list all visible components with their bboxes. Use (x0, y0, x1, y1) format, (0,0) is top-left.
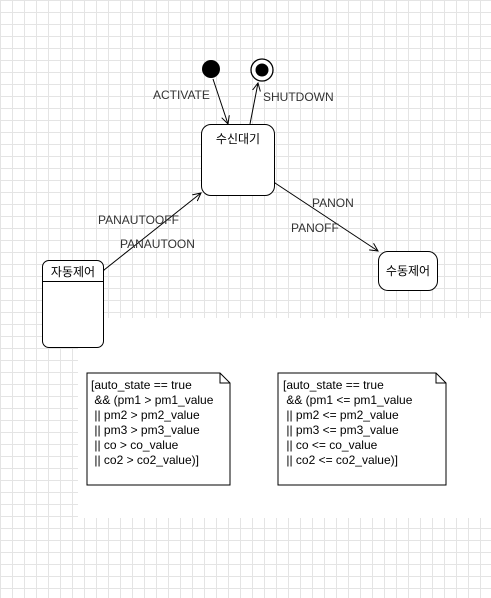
note-auto-guard-line: [auto_state == true (91, 378, 192, 392)
final-node-core (255, 63, 269, 77)
note-manual-guard[interactable]: [auto_state == true && (pm1 <= pm1_value… (277, 372, 447, 486)
note-manual-guard-line: || co2 <= co2_value)] (283, 453, 398, 467)
state-manual-label: 수동제어 (385, 264, 431, 278)
state-idle[interactable]: 수신대기 (201, 124, 275, 196)
note-manual-guard-text: [auto_state == true && (pm1 <= pm1_value… (283, 378, 413, 467)
note-auto-guard-line: && (pm1 > pm1_value (91, 393, 214, 407)
initial-node (202, 60, 220, 78)
transition-panautoon-label: PANAUTOON (120, 237, 195, 251)
note-manual-guard-line: || pm2 <= pm2_value (283, 408, 399, 422)
transition-panoff-label: PANOFF (291, 221, 339, 235)
note-manual-guard-line: [auto_state == true (283, 378, 384, 392)
note-manual-guard-line: || pm3 <= pm3_value (283, 423, 399, 437)
transition-activate-label: ACTIVATE (153, 88, 210, 102)
note-auto-guard-line: || co > co_value (91, 438, 179, 452)
transition-shutdown-label: SHUTDOWN (263, 90, 334, 104)
state-auto-label: 자동제어 (43, 261, 103, 282)
transition-activate-line[interactable] (212, 78, 228, 124)
note-auto-guard[interactable]: [auto_state == true && (pm1 > pm1_value … (86, 372, 231, 486)
transition-panon-label: PANON (312, 196, 354, 210)
note-auto-guard-text: [auto_state == true && (pm1 > pm1_value … (91, 378, 214, 467)
note-manual-guard-line: || co <= co_value (283, 438, 378, 452)
state-manual[interactable]: 수동제어 (378, 251, 438, 291)
transition-auto-line[interactable] (104, 193, 201, 270)
note-auto-guard-line: || co2 > co2_value)] (91, 453, 199, 467)
note-auto-guard-line: || pm3 > pm3_value (91, 423, 200, 437)
state-idle-label: 수신대기 (215, 132, 261, 146)
transition-manual-line[interactable] (275, 183, 378, 251)
transition-shutdown-line[interactable] (249, 83, 258, 125)
state-auto[interactable]: 자동제어 (42, 260, 104, 348)
note-auto-guard-line: || pm2 > pm2_value (91, 408, 200, 422)
transition-panautooff-label: PANAUTOOFF (98, 213, 179, 227)
note-manual-guard-line: && (pm1 <= pm1_value (283, 393, 413, 407)
